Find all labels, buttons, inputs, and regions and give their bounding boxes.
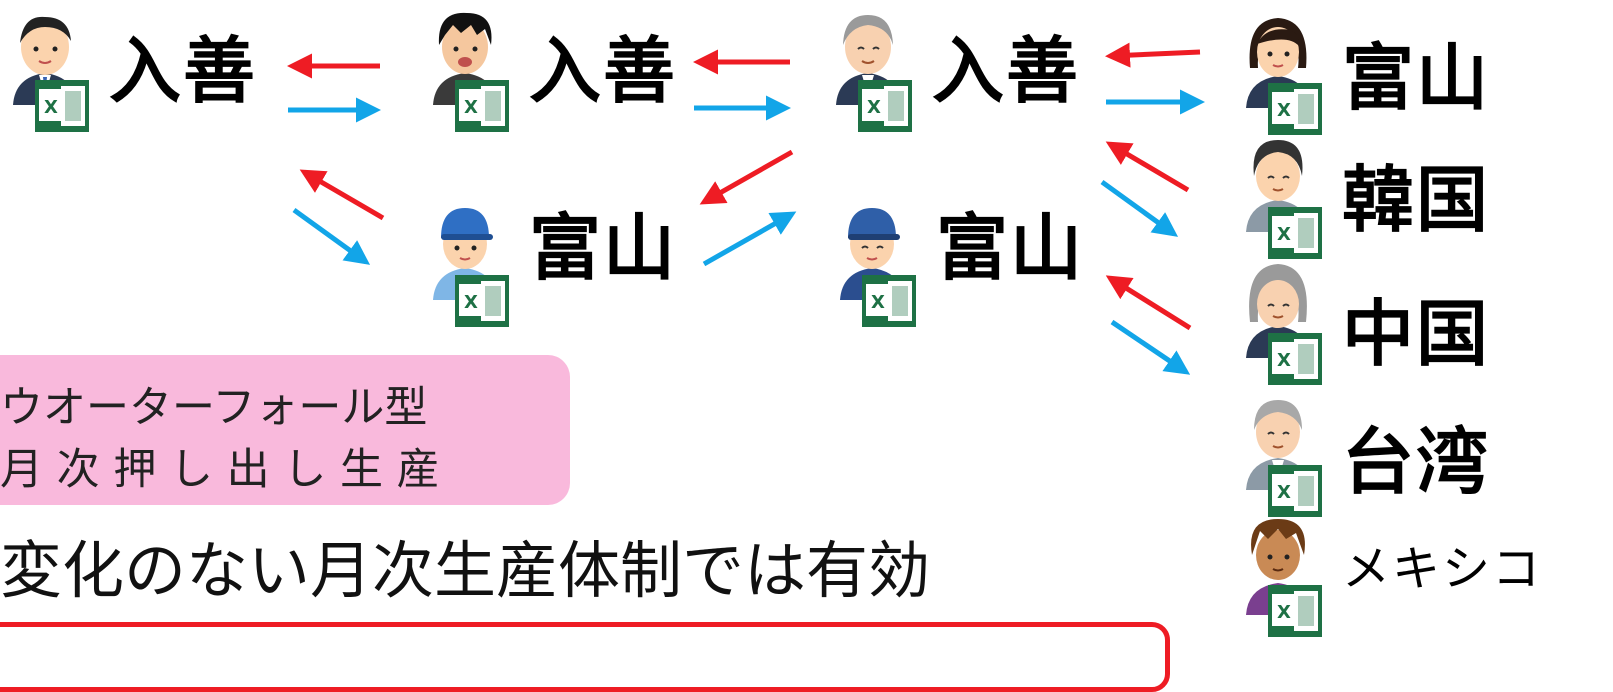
elderly-woman-excel-icon: X (1238, 258, 1338, 385)
node-n7: X 韓国 (1238, 132, 1491, 259)
node-label: 富山 (936, 206, 1085, 290)
woman-excel-icon: X (1238, 8, 1338, 135)
arrow-n6-to-n8 (1110, 319, 1191, 375)
svg-text:X: X (1277, 602, 1291, 623)
arrow-n5-to-n1 (299, 169, 385, 221)
elderly-man-excel-icon: X (828, 5, 928, 132)
node-label: 富山 (529, 206, 678, 290)
node-n5: X 富山 (425, 200, 678, 327)
businessman-excel-icon: X (5, 5, 105, 132)
arrow-n3-to-n5 (699, 149, 794, 205)
red-callout-box (0, 622, 1170, 692)
node-n1: X 入善 (5, 5, 258, 132)
mexican-man-excel-icon: X (1238, 515, 1338, 640)
node-label: 中国 (1342, 292, 1491, 376)
svg-text:X: X (1277, 350, 1291, 371)
arrow-n1-to-n5 (292, 207, 371, 265)
arrow-n5-to-n6 (702, 211, 797, 267)
svg-text:X: X (1277, 224, 1291, 245)
svg-text:X: X (44, 97, 58, 118)
older-woman-excel-icon: X (1238, 132, 1338, 259)
svg-text:X: X (1277, 482, 1291, 503)
node-n8: X 中国 (1238, 258, 1491, 385)
node-label: 韓国 (1342, 158, 1491, 242)
node-label: メキシコ (1342, 541, 1543, 597)
node-n6: X 富山 (832, 200, 1085, 327)
svg-text:X: X (871, 292, 885, 313)
arrow-layer (287, 42, 1205, 375)
method-line-1: ウオーターフォール型 (0, 383, 428, 433)
svg-text:X: X (1277, 100, 1291, 121)
node-label: 台湾 (1342, 420, 1491, 504)
cap-worker-excel-icon: X (425, 200, 525, 327)
node-label: 富山 (1342, 36, 1491, 120)
method-box: ウオーターフォール型 月 次 押 し 出 し 生 産 (0, 355, 570, 505)
node-label: 入善 (529, 29, 678, 113)
statement-text: 変化のない月次生産体制では有効 (0, 534, 931, 607)
svg-text:X: X (867, 97, 881, 118)
node-n3: X 入善 (828, 5, 1081, 132)
cap-worker-excel-icon: X (832, 200, 932, 327)
node-n9: X 台湾 (1238, 390, 1491, 517)
svg-text:X: X (464, 97, 478, 118)
node-n2: X 入善 (425, 5, 678, 132)
node-label: 入善 (109, 29, 258, 113)
arrow-n8-to-n6 (1105, 275, 1192, 331)
node-n10: X メキシコ (1238, 515, 1542, 640)
method-line-2: 月 次 押 し 出 し 生 産 (0, 445, 440, 495)
node-n4: X 富山 (1238, 8, 1491, 135)
elderly-man-excel-icon: X (1238, 390, 1338, 517)
young-man-excel-icon: X (425, 5, 525, 132)
arrow-n7-to-n3 (1105, 141, 1190, 193)
arrow-n3-to-n7 (1100, 179, 1179, 237)
svg-text:X: X (464, 292, 478, 313)
node-label: 入善 (932, 29, 1081, 113)
arrow-n4-to-n3 (1105, 42, 1201, 68)
